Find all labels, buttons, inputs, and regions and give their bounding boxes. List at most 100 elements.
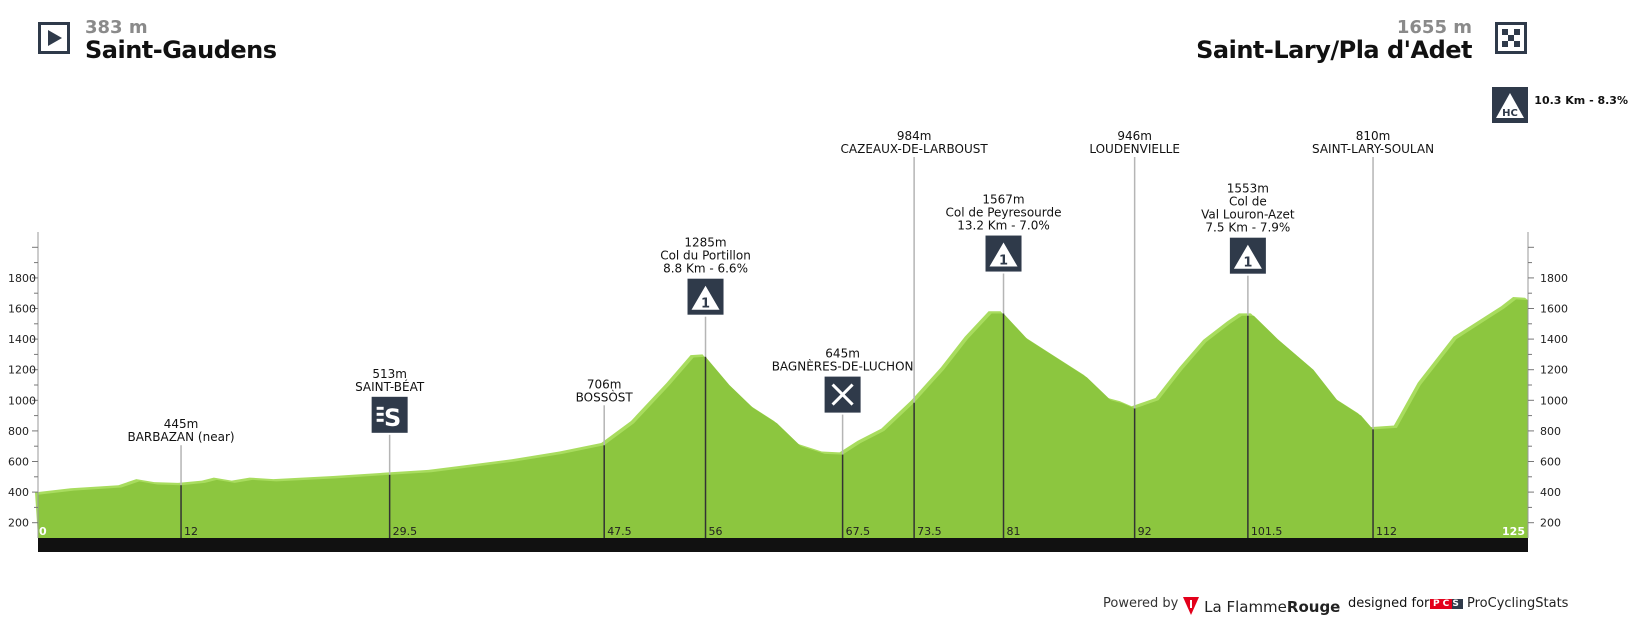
y-tick-label-left: 200	[8, 517, 29, 530]
triangle-shape	[989, 242, 1018, 267]
x-tick-label: 56	[709, 525, 723, 538]
x-tick-label: 29.5	[393, 525, 418, 538]
x-tick-label: 112	[1376, 525, 1397, 538]
procyclingstats-logo[interactable]: PCS ProCyclingStats	[1430, 596, 1568, 611]
x-tick-label: 73.5	[917, 525, 942, 538]
climb-cat-1-icon: 1	[1229, 237, 1266, 274]
triangle-shape	[1233, 244, 1262, 269]
start-play-icon	[38, 22, 70, 54]
point-label: 445m	[164, 417, 199, 431]
y-tick-label-left: 600	[8, 456, 29, 469]
finish-header: 1655 m Saint-Lary/Pla d'Adet	[1196, 17, 1472, 64]
x-tick-label: 101.5	[1251, 525, 1283, 538]
profile-area	[38, 299, 1528, 538]
flamme-rouge-icon	[1183, 597, 1199, 615]
finish-city: Saint-Lary/Pla d'Adet	[1196, 36, 1472, 64]
pcs-logo-icon: PCS	[1430, 599, 1463, 609]
x-tick-label: 67.5	[846, 525, 871, 538]
point-label: BOSSÒST	[576, 389, 634, 404]
x-tick-label: 47.5	[607, 525, 632, 538]
checkered-flag-icon	[1495, 22, 1527, 54]
finish-climb-info: 10.3 Km - 8.3%	[1534, 94, 1628, 107]
climb-cat-1-icon: 1	[687, 278, 724, 315]
point-label: 1553m	[1227, 182, 1269, 196]
point-label: 1285m	[684, 236, 726, 250]
point-label: BAGNÈRES-DE-LUCHON	[772, 359, 914, 374]
y-tick-label-right: 400	[1540, 486, 1561, 499]
point-label: 946m	[1117, 129, 1152, 143]
sprint-icon: S	[371, 396, 408, 433]
point-label: 13.2 Km - 7.0%	[957, 219, 1050, 233]
y-tick-label-right: 200	[1540, 517, 1561, 530]
speed-line	[376, 406, 384, 410]
point-label: LOUDENVIELLE	[1089, 142, 1180, 156]
point-label: Col du Portillon	[660, 249, 751, 263]
point-label: 1567m	[982, 193, 1024, 207]
start-city: Saint-Gaudens	[85, 36, 277, 64]
climb-cat-1-icon: 1	[985, 235, 1022, 272]
x-tick-label: 92	[1138, 525, 1152, 538]
point-label: 7.5 Km - 7.9%	[1205, 221, 1290, 235]
sprint-letter: S	[384, 404, 401, 432]
point-label: 810m	[1356, 129, 1391, 143]
climb-category-label: 1	[999, 254, 1008, 269]
y-tick-label-left: 1800	[8, 272, 36, 285]
point-label: 706m	[587, 377, 622, 391]
point-label: 513m	[372, 367, 407, 381]
baseline-bar	[38, 538, 1528, 552]
point-label: 645m	[825, 347, 860, 361]
x-tick-label: 125	[1502, 525, 1525, 538]
la-flamme-rouge-logo[interactable]: La FlammeRouge	[1182, 596, 1340, 616]
point-label: SAINT-BÉAT	[355, 379, 425, 394]
point-label: 8.8 Km - 6.6%	[663, 262, 748, 276]
x-tick-label: 0	[39, 525, 47, 538]
knife-shape	[831, 383, 854, 406]
climb-category-label: 1	[701, 297, 710, 312]
point-label: Val Louron-Azet	[1201, 208, 1295, 222]
start-altitude: 383 m	[85, 17, 148, 38]
y-tick-label-left: 1400	[8, 333, 36, 346]
triangle-shape	[691, 285, 720, 310]
y-tick-label-left: 1000	[8, 394, 36, 407]
speed-line	[376, 418, 384, 422]
climb-category-label: HC	[1502, 108, 1518, 119]
point-label: 984m	[897, 129, 932, 143]
y-tick-label-right: 1400	[1540, 333, 1568, 346]
finish-altitude: 1655 m	[1396, 17, 1472, 38]
point-label: Col de	[1229, 195, 1267, 209]
y-tick-label-right: 1200	[1540, 364, 1568, 377]
start-header: 383 m Saint-Gaudens	[85, 17, 277, 64]
footer-powered: Powered by	[1103, 596, 1178, 611]
footer-designed: designed for	[1348, 596, 1430, 611]
y-tick-label-left: 1200	[8, 364, 36, 377]
y-tick-label-left: 400	[8, 486, 29, 499]
climb-category-label: 1	[1243, 256, 1252, 271]
y-tick-label-right: 1000	[1540, 394, 1568, 407]
point-label: Col de Peyresourde	[946, 206, 1062, 220]
y-tick-label-left: 800	[8, 425, 29, 438]
x-tick-label: 12	[184, 525, 198, 538]
point-label: CAZEAUX-DE-LARBOUST	[841, 142, 989, 156]
powered-by-label: Powered by	[1103, 596, 1179, 611]
feed-zone-icon	[824, 376, 861, 413]
climb-hc-icon: HC	[1492, 87, 1528, 123]
y-tick-label-right: 1800	[1540, 272, 1568, 285]
y-tick-label-right: 600	[1540, 456, 1561, 469]
point-label: SAINT-LARY-SOULAN	[1312, 142, 1434, 156]
point-label: BARBAZAN (near)	[127, 430, 234, 444]
y-tick-label-left: 1600	[8, 303, 36, 316]
y-tick-label-right: 800	[1540, 425, 1561, 438]
y-tick-label-right: 1600	[1540, 303, 1568, 316]
speed-line	[376, 412, 384, 416]
